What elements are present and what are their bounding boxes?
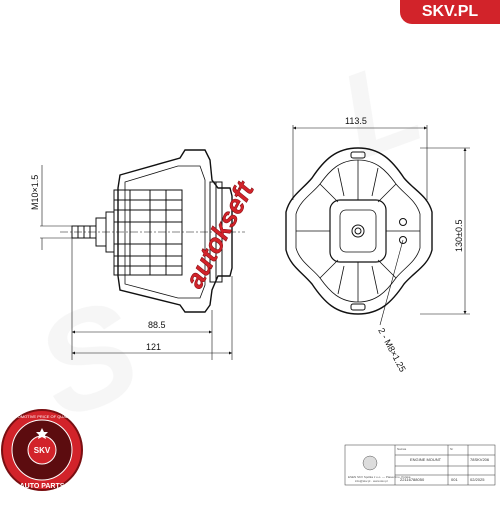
site-brand-badge[interactable]: SKV.PL <box>400 0 500 24</box>
tb-date: 02/2025 <box>470 477 485 482</box>
dim-depth-total: 121 <box>146 342 161 352</box>
title-block <box>344 444 496 486</box>
watermark-text: autokseft <box>179 175 260 292</box>
seal-top-text: AUTOMOTIVE PRICE OF QUALITY <box>10 414 75 419</box>
housing-outline <box>117 149 233 313</box>
svg-text:L: L <box>323 33 438 184</box>
mount-hole-2 <box>399 236 407 244</box>
housing-outline-front <box>285 147 433 315</box>
title-block-text: ESEN SKV Spółka z o.o. — Piaseczno, Pols… <box>348 447 490 483</box>
tb-number-label: Nr <box>450 447 453 451</box>
tb-part-number: 78SKV206 <box>470 457 490 462</box>
seal-star-icon <box>36 428 48 439</box>
quality-seal: SKV AUTOMOTIVE PRICE OF QUALITY AUTO PAR… <box>1 409 83 491</box>
tb-sheet: 001 <box>451 477 458 482</box>
center-block <box>329 199 387 263</box>
dim-height-right: 130±0.5 <box>454 220 464 252</box>
front-view <box>285 147 433 315</box>
tb-company: ESEN SKV Spółka z o.o. — Piaseczno, Pols… <box>348 475 411 479</box>
dim-width-top: 113.5 <box>345 116 367 126</box>
rubber-core <box>113 189 183 276</box>
tb-company-sub: info@skv.pl · www.skv.pl <box>355 479 388 483</box>
tb-name-label: Nazwa <box>397 447 407 451</box>
dim-holes: 2 - M8×1.25 <box>376 326 407 373</box>
tb-part-name: ENGINE MOUNT <box>410 457 442 462</box>
seal-bottom-text: AUTO PARTS <box>20 483 65 490</box>
mount-hole-1 <box>399 218 407 226</box>
seal-center-text: SKV <box>34 446 51 455</box>
dim-depth-inner: 88.5 <box>148 320 166 330</box>
dim-thread: M10×1.5 <box>30 175 40 210</box>
center-stud <box>351 224 365 238</box>
dimension-lines <box>40 125 470 360</box>
side-view <box>60 149 245 313</box>
autokseft-watermark: autokseft <box>179 175 261 293</box>
tb-oe-number: 22116788050 <box>400 477 425 482</box>
